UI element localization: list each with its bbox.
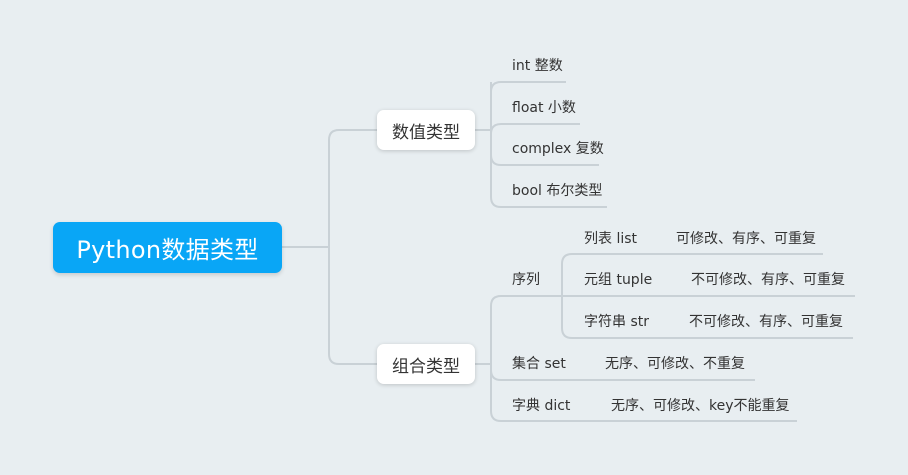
branch-node-label: 数值类型 — [392, 122, 460, 143]
branch-node-label: 组合类型 — [392, 356, 460, 377]
leaf-list-note: 可修改、有序、可重复 — [676, 230, 816, 248]
leaf-note: 不可修改、有序、可重复 — [691, 272, 845, 288]
leaf-str-note: 不可修改、有序、可重复 — [689, 313, 843, 331]
leaf-dict[interactable]: 字典 dict — [512, 397, 570, 415]
leaf-list[interactable]: 列表 list — [584, 230, 637, 248]
branch-node-numeric-types[interactable]: 数值类型 — [377, 110, 475, 150]
leaf-label: 元组 tuple — [584, 272, 653, 288]
leaf-label: 字典 dict — [512, 398, 571, 414]
leaf-note: 可修改、有序、可重复 — [676, 231, 816, 247]
leaf-note: 无序、可修改、不重复 — [605, 356, 745, 372]
leaf-label: 集合 set — [512, 356, 566, 372]
branch-node-composite-types[interactable]: 组合类型 — [377, 344, 475, 384]
leaf-note: 无序、可修改、key不能重复 — [611, 398, 790, 414]
leaf-complex[interactable]: complex 复数 — [512, 140, 604, 158]
leaf-label: complex 复数 — [512, 141, 604, 157]
leaf-tuple[interactable]: 元组 tuple — [584, 271, 652, 289]
leaf-str[interactable]: 字符串 str — [584, 313, 649, 331]
root-node-label: Python数据类型 — [76, 236, 259, 264]
leaf-float[interactable]: float 小数 — [512, 99, 576, 117]
root-node[interactable]: Python数据类型 — [53, 222, 282, 273]
leaf-dict-note: 无序、可修改、key不能重复 — [611, 397, 790, 415]
subbranch-sequence[interactable]: 序列 — [512, 271, 540, 289]
leaf-label: int 整数 — [512, 58, 563, 74]
leaf-label: 列表 list — [584, 231, 638, 247]
leaf-set-note: 无序、可修改、不重复 — [605, 355, 745, 373]
leaf-tuple-note: 不可修改、有序、可重复 — [691, 271, 845, 289]
leaf-set[interactable]: 集合 set — [512, 355, 566, 373]
leaf-label: 字符串 str — [584, 314, 649, 330]
leaf-label: float 小数 — [512, 100, 576, 116]
leaf-note: 不可修改、有序、可重复 — [689, 314, 843, 330]
leaf-int[interactable]: int 整数 — [512, 57, 563, 75]
leaf-bool[interactable]: bool 布尔类型 — [512, 182, 602, 200]
leaf-label: bool 布尔类型 — [512, 183, 603, 199]
subbranch-label: 序列 — [512, 272, 540, 288]
